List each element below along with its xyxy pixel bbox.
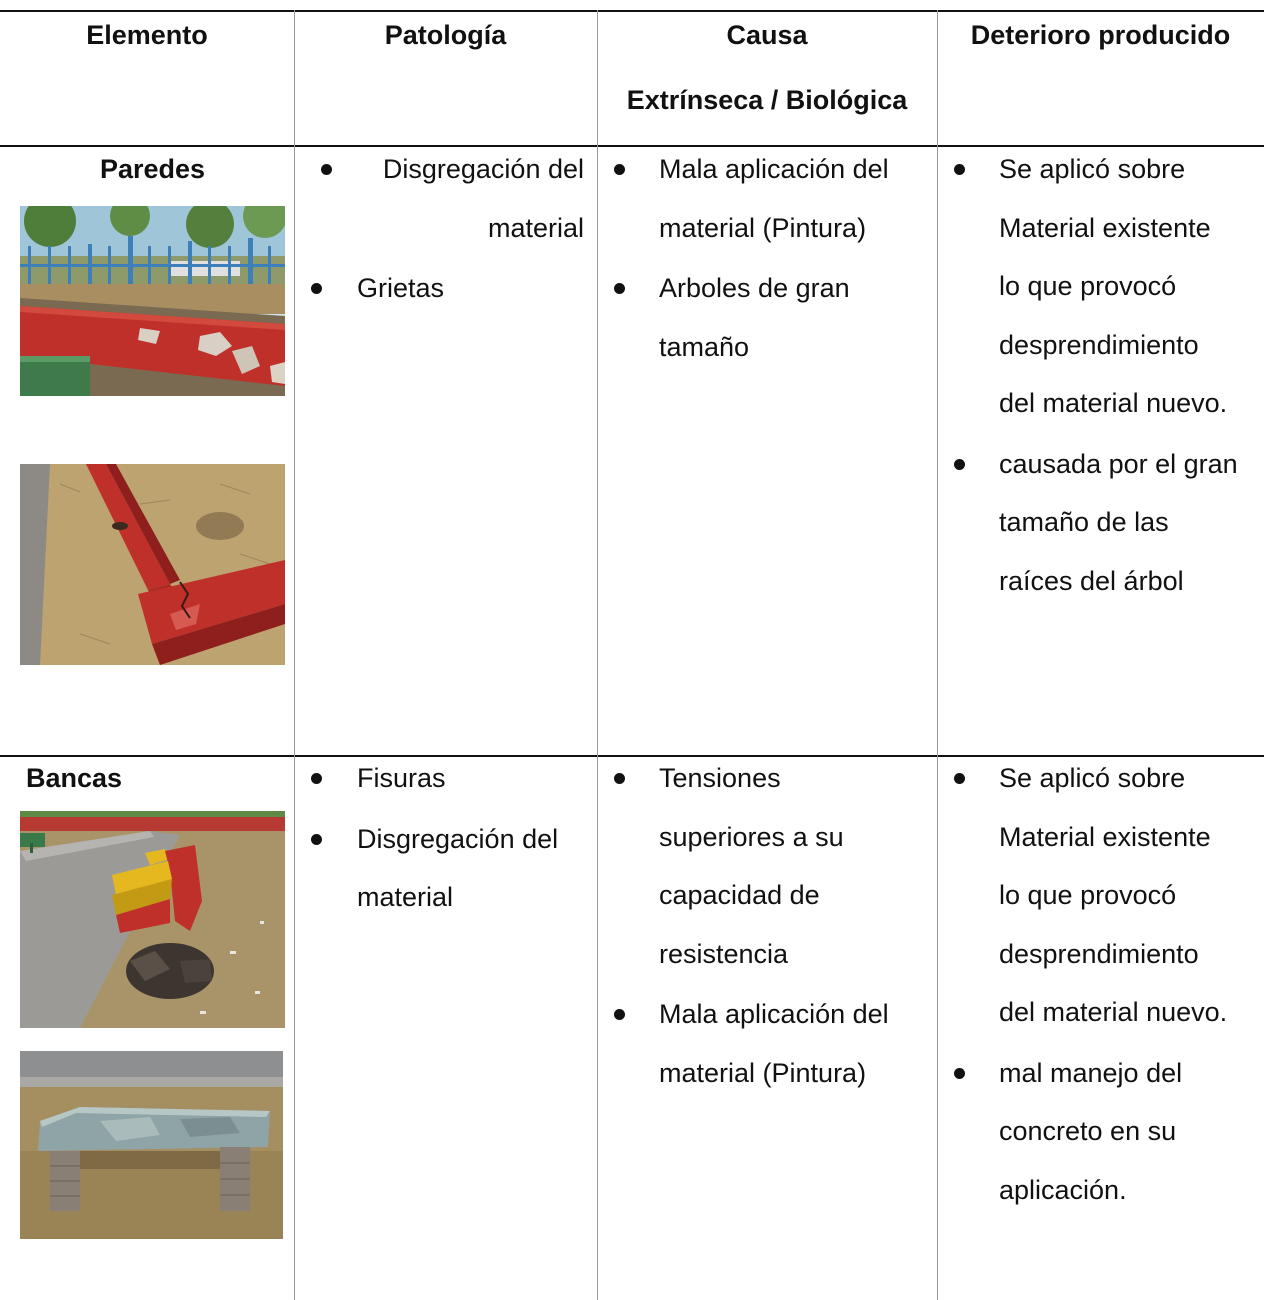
list-item-text: Fisuras <box>357 763 446 793</box>
list-item-text: tamaño de las <box>999 507 1169 537</box>
list-item-text: desprendimiento <box>999 329 1199 360</box>
bullet-icon <box>614 1009 625 1020</box>
list-item-text: del material nuevo. <box>999 388 1228 418</box>
list-item-text: Se aplicó sobre <box>999 763 1186 793</box>
list-item: Arboles de gran tamaño <box>612 259 932 376</box>
row1-patologia-list: Disgregación del material Grietas <box>311 140 584 318</box>
list-item-text: Grietas <box>357 273 445 303</box>
list-item: Se aplicó sobre Material existente lo qu… <box>952 140 1260 433</box>
list-item: Grietas <box>311 259 584 318</box>
bullet-icon <box>954 458 965 470</box>
list-item-text: superiores a su <box>659 821 844 852</box>
header-elemento: Elemento <box>86 20 208 50</box>
list-item-text: material (Pintura) <box>659 212 867 243</box>
list-item-text: Mala aplicación del <box>659 999 889 1029</box>
list-item: Fisuras <box>311 749 593 808</box>
header-bottom-border <box>0 145 1264 147</box>
bullet-icon <box>311 283 322 294</box>
column-divider <box>937 10 938 1300</box>
column-divider <box>294 10 295 1300</box>
header-causa-subtitle: Extrínseca / Biológica <box>626 85 908 115</box>
photo-cracked-curb <box>20 464 285 665</box>
list-item-text: Disgregación del <box>357 823 559 854</box>
list-item-text: Se aplicó sobre <box>999 154 1186 184</box>
header-deterioro: Deterioro producido <box>970 20 1231 50</box>
row1-causa-list: Mala aplicación del material (Pintura) A… <box>612 140 932 376</box>
row-divider <box>0 755 1264 757</box>
list-item-text: mal manejo del <box>999 1057 1183 1088</box>
photo-wall-peeling-paint <box>20 206 285 396</box>
list-item-text: aplicación. <box>999 1174 1127 1205</box>
list-item-text: tamaño <box>659 331 750 362</box>
photo-concrete-bench <box>20 1051 283 1239</box>
bullet-icon <box>614 164 625 175</box>
row2-deterioro-list: Se aplicó sobre Material existente lo qu… <box>952 749 1260 1219</box>
list-item: Mala aplicación del material (Pintura) <box>612 140 932 257</box>
bullet-icon <box>311 833 322 845</box>
list-item-text: Material existente <box>999 212 1211 243</box>
list-item: Mala aplicación del material (Pintura) <box>612 985 932 1102</box>
list-item: Se aplicó sobre Material existente lo qu… <box>952 749 1260 1042</box>
list-item-text: Mala aplicación del <box>659 154 889 184</box>
list-item-text: material (Pintura) <box>659 1057 867 1088</box>
list-item: Disgregación del material <box>311 810 593 927</box>
list-item-text: del material nuevo. <box>999 997 1228 1027</box>
list-item-text: material <box>357 882 454 912</box>
list-item-text: desprendimiento <box>999 938 1199 969</box>
list-item-text: Arboles de gran <box>659 273 850 303</box>
bullet-icon <box>954 773 965 784</box>
header-causa: Causa <box>726 20 808 50</box>
list-item-text: causada por el gran <box>999 448 1238 479</box>
list-item: Tensiones superiores a su capacidad de r… <box>612 749 932 983</box>
list-item-text: Disgregación del <box>382 154 584 184</box>
header-patologia: Patología <box>384 20 507 50</box>
bullet-icon <box>954 1067 965 1079</box>
list-item-text: lo que provocó <box>999 880 1177 910</box>
list-item-text: lo que provocó <box>999 271 1177 301</box>
list-item-text: Material existente <box>999 821 1211 852</box>
bullet-icon <box>954 164 965 175</box>
bullet-icon <box>614 283 625 294</box>
row-title-bancas: Bancas <box>26 763 123 793</box>
bullet-icon <box>311 773 322 784</box>
row2-patologia-list: Fisuras Disgregación del material <box>311 749 593 927</box>
list-item: Disgregación del material <box>318 140 584 257</box>
list-item-text: material <box>487 212 584 243</box>
bullet-icon <box>614 773 625 784</box>
bullet-icon <box>321 164 332 175</box>
list-item-text: resistencia <box>659 938 789 969</box>
list-item-text: raíces del árbol <box>999 565 1184 596</box>
table-top-border <box>0 10 1264 12</box>
column-divider <box>597 10 598 1300</box>
list-item: causada por el gran tamaño de las raíces… <box>952 435 1260 611</box>
list-item-text: Tensiones <box>659 763 781 793</box>
list-item-text: capacidad de <box>659 880 820 910</box>
list-item-text: concreto en su <box>999 1116 1177 1146</box>
row1-deterioro-list: Se aplicó sobre Material existente lo qu… <box>952 140 1260 610</box>
list-item: mal manejo del concreto en su aplicación… <box>952 1044 1260 1220</box>
row-title-paredes: Paredes <box>99 154 206 184</box>
row2-causa-list: Tensiones superiores a su capacidad de r… <box>612 749 932 1102</box>
photo-broken-benches <box>20 811 285 1028</box>
